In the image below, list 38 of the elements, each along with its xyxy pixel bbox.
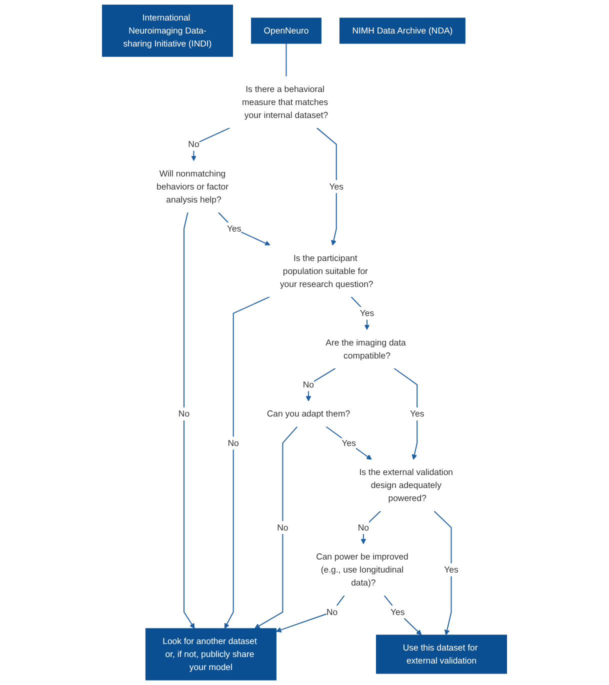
arrow	[394, 368, 418, 460]
edge-label: Yes	[410, 408, 424, 419]
node-text: Is the external validation design adequately powered?	[359, 467, 454, 504]
arrow	[326, 426, 372, 460]
node-box: International Neuroimaging Data-sharing Initiative (INDI)	[102, 4, 234, 57]
node-text: Can you adapt them?	[266, 408, 350, 419]
node-text: Is there a behavioral measure that matches your internal dataset?	[242, 84, 328, 120]
node-text: Can power be improved (e.g., use longitudinal data)?	[316, 551, 408, 588]
node-box: Use this dataset for external validation	[376, 634, 508, 674]
node-text: Is the participant population suitable for your research question?	[280, 252, 374, 289]
arrow	[254, 426, 298, 629]
node-box: OpenNeuro	[251, 18, 322, 44]
connector	[286, 42, 287, 77]
edge-label: Yes	[227, 224, 242, 234]
node-text: Will nonmatching behaviors or factor analysis help?	[156, 168, 229, 204]
edge-label: No	[326, 606, 338, 617]
edge-label: No	[358, 522, 369, 532]
edge-label: No	[228, 438, 239, 448]
edge-label: Yes	[342, 438, 356, 448]
edge-label: Yes	[360, 308, 374, 318]
arrow	[316, 127, 337, 246]
arrow	[360, 510, 382, 544]
edge-label: No	[302, 379, 314, 390]
arrow	[276, 595, 345, 632]
edge-label: Yes	[444, 564, 458, 574]
edge-label: No	[178, 408, 190, 419]
arrow	[384, 595, 422, 636]
edge-label: No	[277, 522, 288, 532]
edge-label: Yes	[390, 606, 405, 617]
edge-label: Yes	[329, 181, 344, 192]
arrow	[224, 296, 270, 629]
node-box: NIMH Data Archive (NDA)	[339, 18, 466, 44]
arrow	[183, 212, 195, 629]
arrow	[434, 510, 452, 636]
node-text: Are the imaging data compatible?	[326, 337, 406, 360]
edge-label: No	[188, 139, 200, 150]
node-box: Look for another dataset or, if not, publicly share your model	[145, 628, 276, 680]
arrow	[218, 212, 270, 246]
